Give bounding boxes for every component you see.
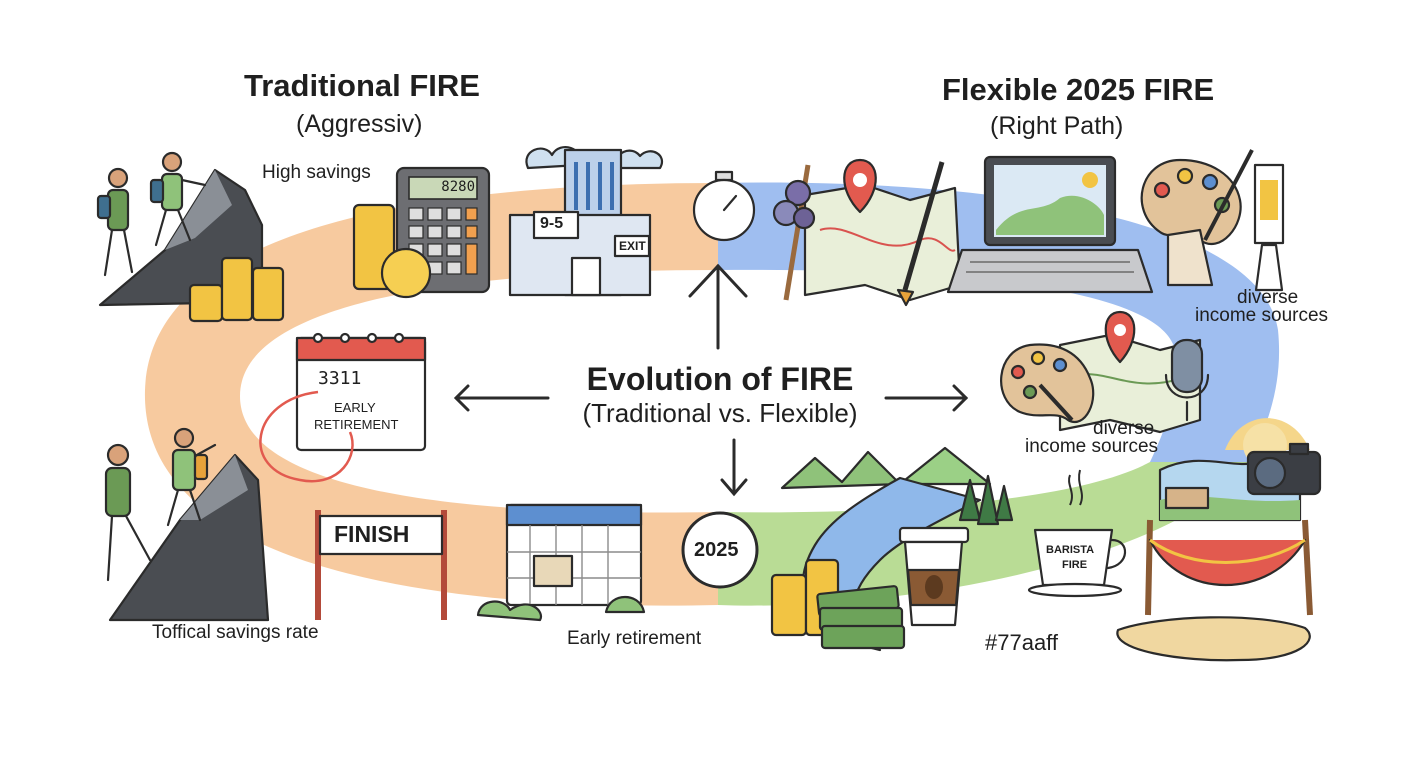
calendar-bottom bbox=[476, 503, 646, 622]
center-title: Evolution of FIRE bbox=[586, 361, 854, 397]
label-early-retirement: Early retirement bbox=[567, 628, 702, 649]
barista-fire-cup bbox=[1027, 469, 1127, 598]
finish-sign: FINISH bbox=[334, 521, 410, 547]
palette-map-microphone bbox=[1000, 310, 1210, 434]
camera-landscape bbox=[1158, 418, 1322, 522]
center-subtitle: (Traditional vs. Flexible) bbox=[582, 398, 858, 428]
traditional-path bbox=[144, 183, 718, 606]
year-badge: 2025 bbox=[694, 539, 739, 561]
label-color-code: #77aaff bbox=[985, 630, 1059, 655]
calculator-display: 8280 bbox=[441, 179, 475, 195]
calendar-early: EARLY bbox=[334, 400, 376, 415]
hammock bbox=[1116, 519, 1313, 662]
palette-easel bbox=[1140, 149, 1285, 292]
barista-fire-text: FIRE bbox=[1062, 559, 1088, 571]
coins-calculator bbox=[352, 203, 432, 299]
label-high-savings: High savings bbox=[262, 162, 371, 183]
office-hours-sign: 9-5 bbox=[540, 215, 564, 232]
calendar-digits: 3311 bbox=[318, 368, 362, 389]
right-subtitle: (Right Path) bbox=[990, 112, 1124, 140]
year-badge-ring bbox=[681, 511, 759, 589]
label-diverse-top: diverse bbox=[1237, 287, 1299, 308]
barista-text: BARISTA bbox=[1046, 544, 1095, 556]
mountain-climbers-bottom bbox=[104, 427, 270, 622]
left-title: Traditional FIRE bbox=[244, 68, 480, 103]
coin-stacks-top bbox=[188, 256, 285, 323]
label-income-sources-mid: income sources bbox=[1025, 436, 1159, 457]
label-toffical-savings-rate: Toffical savings rate bbox=[152, 622, 319, 643]
left-subtitle: (Aggressiv) bbox=[296, 110, 423, 138]
office-building bbox=[508, 146, 663, 297]
label-income-sources-top: income sources bbox=[1195, 305, 1329, 326]
stopwatch bbox=[692, 170, 756, 242]
calendar-early-retirement bbox=[259, 332, 427, 483]
coffee-cup bbox=[898, 526, 970, 627]
right-title: Flexible 2025 FIRE bbox=[942, 72, 1215, 107]
laptop bbox=[946, 155, 1154, 294]
money-coins bbox=[770, 558, 906, 650]
arrows bbox=[453, 263, 969, 497]
finish-banner bbox=[315, 510, 447, 620]
label-diverse-mid: diverse bbox=[1093, 418, 1155, 439]
calendar-retirement: RETIREMENT bbox=[314, 417, 399, 432]
map-pin-brush bbox=[772, 158, 962, 307]
exit-sign: EXIT bbox=[619, 239, 646, 253]
